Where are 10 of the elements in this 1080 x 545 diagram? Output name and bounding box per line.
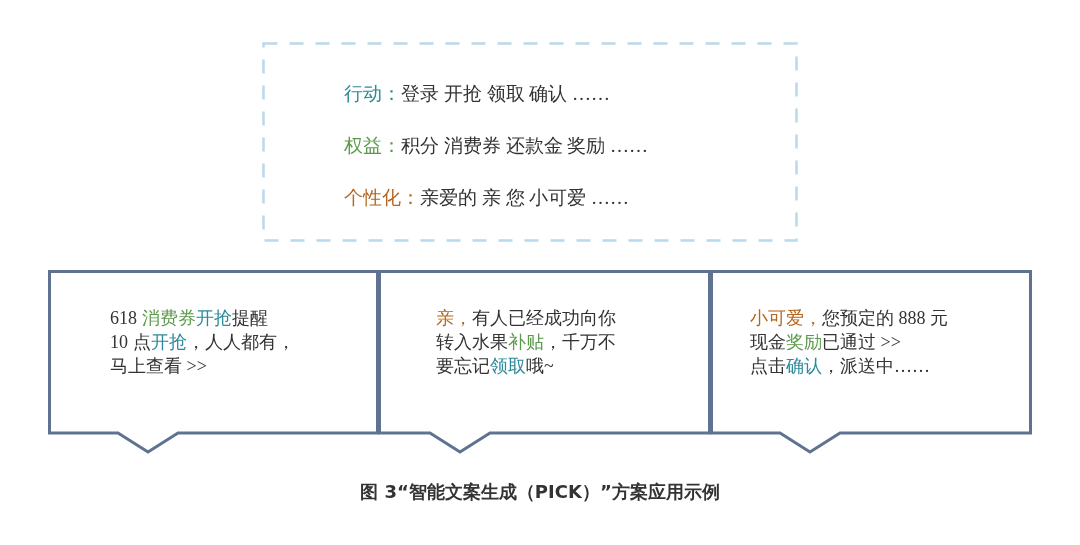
message-text: 618 消费券开抢提醒10 点开抢，人人都有，马上查看 >> xyxy=(110,307,295,378)
message-text: 小可爱，您预定的 888 元现金奖励已通过 >>点击确认，派送中…… xyxy=(750,307,948,378)
keyword-list: 登录 开抢 领取 确认 …… xyxy=(401,83,610,104)
category-label: 行动： xyxy=(344,83,401,104)
keyword-list: 积分 消费券 还款金 奖励 …… xyxy=(401,135,648,156)
keyword-list: 亲爱的 亲 您 小可爱 …… xyxy=(420,187,629,208)
message-text: 亲，有人已经成功向你转入水果补贴，千万不要忘记领取哦~ xyxy=(436,307,616,378)
category-label: 个性化： xyxy=(344,187,420,208)
figure-caption: 图 3“智能文案生成（PICK）”方案应用示例 xyxy=(359,480,721,504)
category-label: 权益： xyxy=(344,135,401,156)
